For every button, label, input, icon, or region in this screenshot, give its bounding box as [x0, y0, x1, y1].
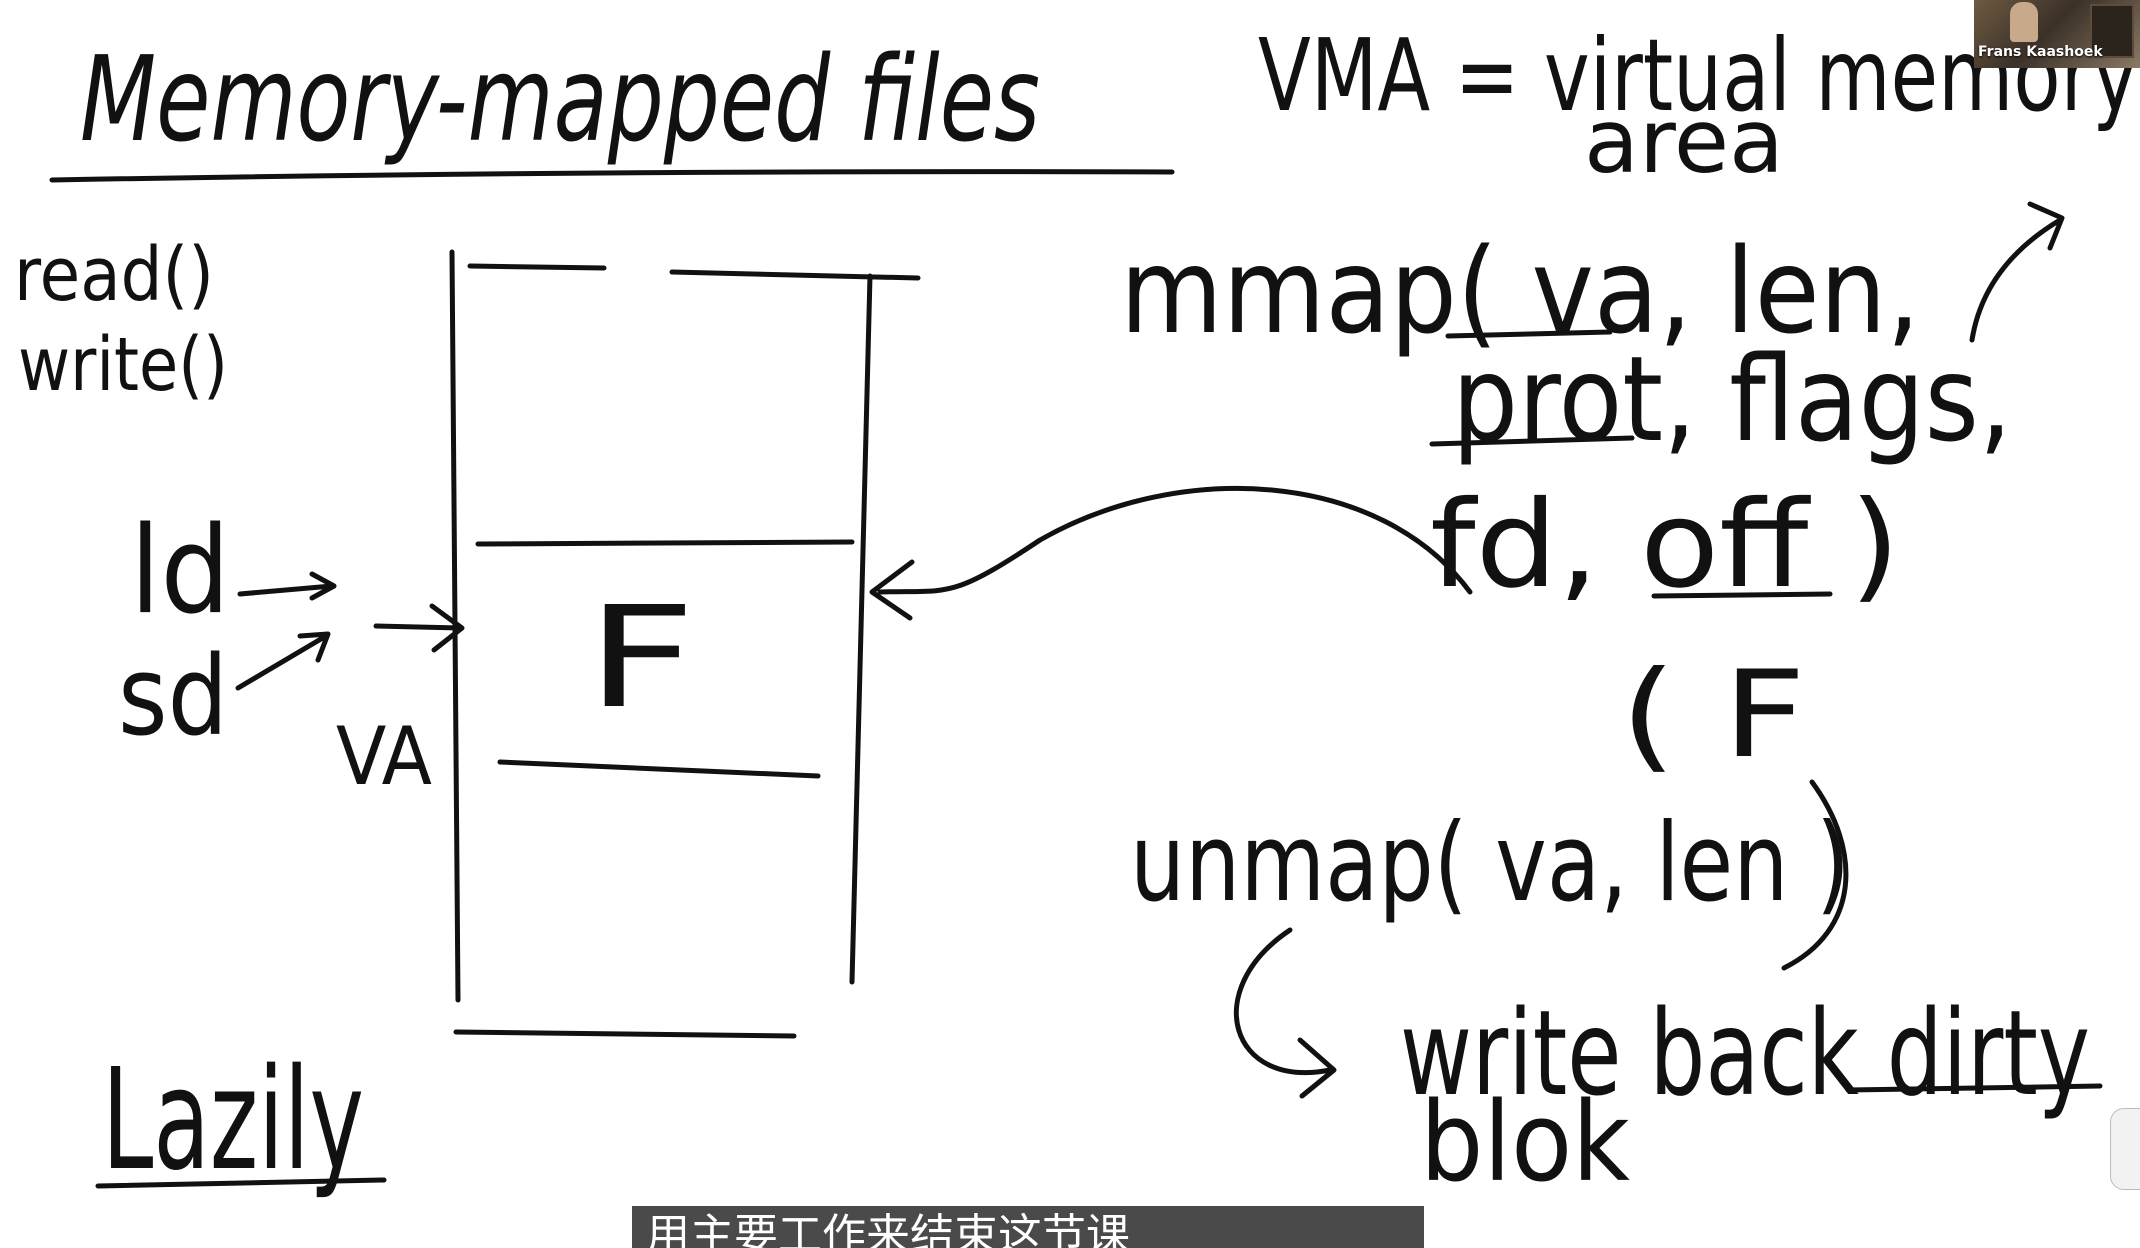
- participant-video-tile[interactable]: Frans Kaashoek: [1974, 0, 2140, 68]
- participant-name-label: Frans Kaashoek: [1978, 44, 2103, 60]
- vma-area-word: area: [1584, 90, 1784, 193]
- dirty-underline: [1845, 1083, 2103, 1093]
- writeback-line-1: write back dirty: [1400, 984, 2090, 1122]
- sd-label: sd: [118, 632, 228, 760]
- participant-silhouette: [2010, 2, 2038, 42]
- closing-paren: [1781, 779, 1849, 971]
- subtitle-text: 用主要工作来结束这节课: [646, 1210, 1130, 1248]
- read-call: read(): [14, 232, 214, 318]
- prot-arrow: [1969, 201, 2065, 343]
- side-scroll-handle[interactable]: [2110, 1108, 2140, 1190]
- va-arrow: [373, 603, 465, 653]
- va-underline: [1445, 329, 1613, 339]
- prot-underline: [1429, 435, 1635, 447]
- subtitle-bar: 用主要工作来结束这节课: [632, 1206, 1424, 1248]
- video-background: [2090, 4, 2134, 58]
- address-space-box: [449, 249, 921, 1003]
- lazily-note: Lazily: [102, 1039, 364, 1202]
- writeback-line-2: blok: [1420, 1078, 1630, 1206]
- va-label: VA: [336, 710, 432, 803]
- ld-arrow: [237, 571, 337, 601]
- mmap-line-2: prot, flags,: [1452, 330, 2012, 468]
- sd-arrow: [235, 631, 331, 691]
- title-underline: [49, 169, 1175, 183]
- mmap-to-region-arrow: [869, 486, 1473, 621]
- address-space-bottom-line: [453, 1029, 797, 1039]
- off-underline: [1651, 591, 1833, 599]
- writeback-hook-arrow: [1234, 927, 1337, 1099]
- region-bottom-line: [497, 759, 821, 779]
- write-call: write(): [18, 322, 228, 408]
- board-title: Memory-mapped files: [80, 30, 1040, 168]
- file-region-label: F: [586, 577, 696, 740]
- ld-label: ld: [130, 502, 230, 641]
- mmap-line-1: mmap( va, len,: [1120, 222, 1920, 360]
- lazily-underline: [95, 1177, 387, 1189]
- file-paren-note: ( F: [1620, 646, 1806, 785]
- unmap-call: unmap( va, len ): [1130, 801, 1850, 926]
- region-top-line: [475, 539, 855, 547]
